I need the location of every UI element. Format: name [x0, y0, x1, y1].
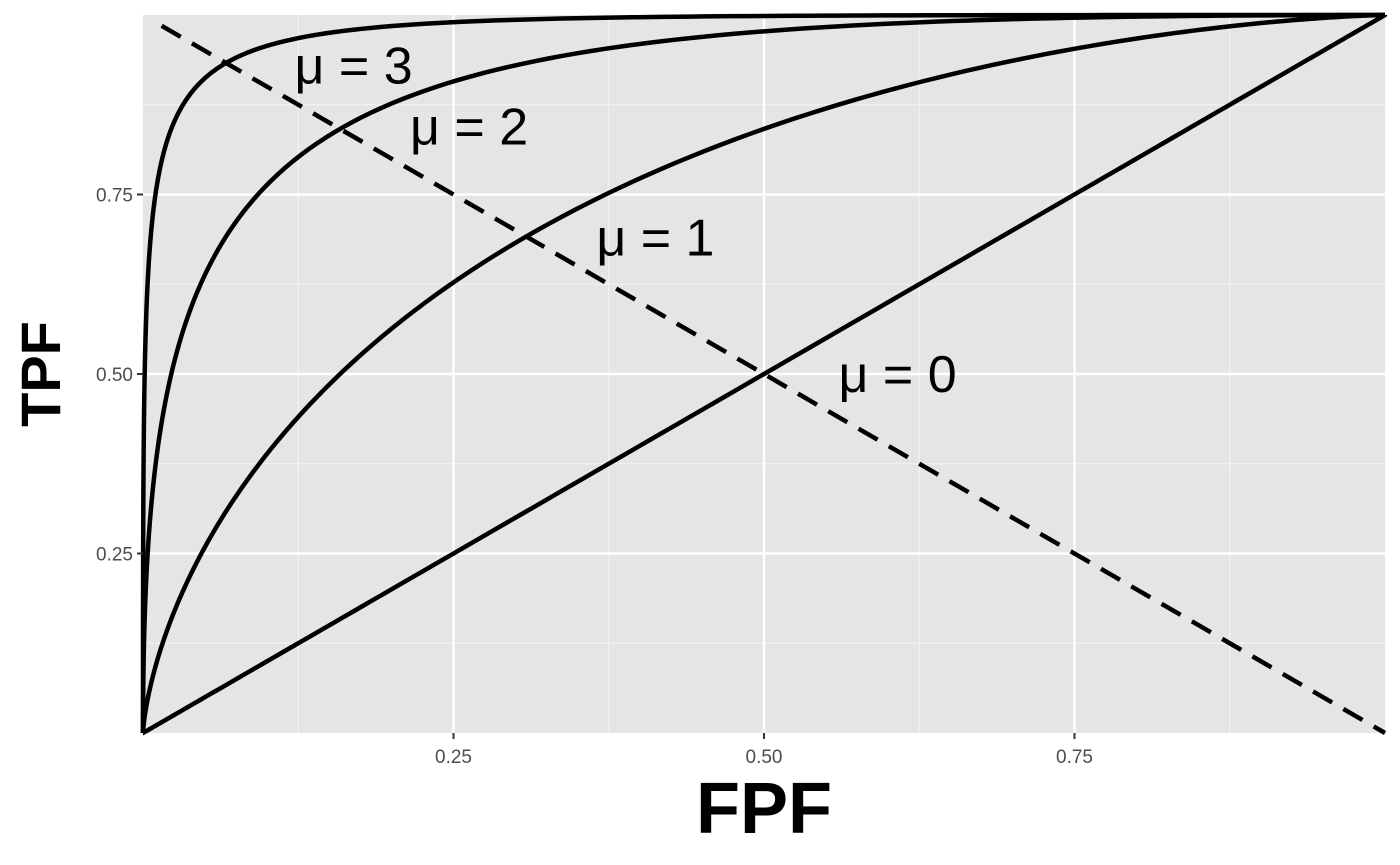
axis-layer: 0.25 0.50 0.75 0.25 0.50 0.75	[96, 186, 1093, 769]
curve-label-mu-3: μ = 3	[295, 37, 413, 95]
x-tick-label: 0.75	[1056, 747, 1093, 768]
y-axis-title: TPF	[9, 321, 72, 427]
curve-label-mu-2: μ = 2	[410, 98, 528, 156]
x-tick-label: 0.50	[746, 747, 783, 768]
roc-curve-mu-3	[140, 12, 1388, 736]
x-axis-title: FPF	[696, 769, 832, 849]
y-tick-label: 0.25	[96, 545, 133, 566]
reference-diagonal-dashed	[160, 23, 1387, 735]
y-tick-label: 0.75	[96, 186, 133, 207]
x-tick-label: 0.25	[435, 747, 472, 768]
curve-label-mu-1: μ = 1	[596, 210, 714, 268]
series-layer: μ = 0 μ = 1 μ = 2μ = 3	[140, 12, 1388, 736]
curve-label-mu-0: μ = 0	[839, 346, 957, 404]
y-tick-label: 0.50	[96, 365, 133, 386]
